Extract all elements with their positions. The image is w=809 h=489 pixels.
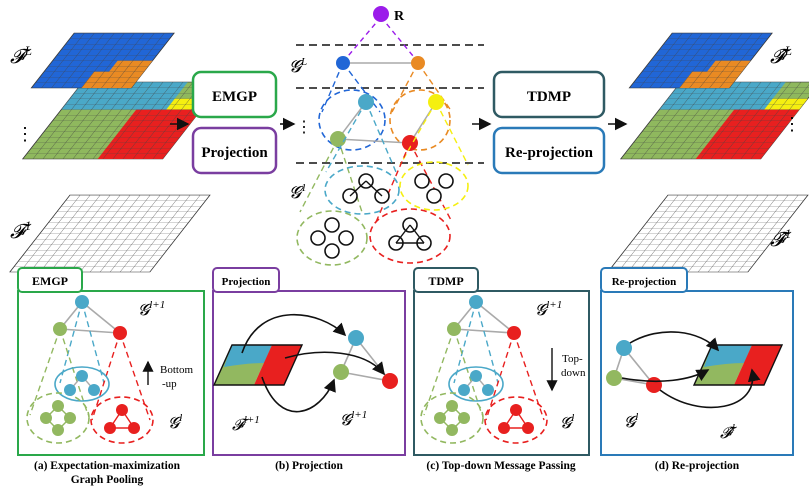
panel-c-tab: TDMP	[428, 274, 463, 288]
panel-b-tab: Projection	[222, 276, 271, 288]
reprojection-button-label: Re-projection	[505, 145, 594, 161]
panel-d-graph-label: 𝓖l	[624, 411, 638, 431]
feature-stack-left	[9, 32, 224, 273]
panel-a-dir2: -up	[162, 378, 177, 390]
panel-c-dir2: down	[561, 367, 586, 379]
panel-projection: Projection 𝓕l+1 𝓖l+1	[212, 267, 406, 456]
reprojection-button[interactable]: Re-projection	[492, 126, 606, 175]
node-level-top-orange	[411, 56, 425, 70]
graph-bottom-label: 𝓖1	[289, 182, 306, 202]
grid-layer-top	[30, 32, 175, 89]
panel-d-tab: Re-projection	[612, 276, 677, 288]
ellipsis-left: ⋮	[16, 124, 34, 144]
projection-button-label: Projection	[201, 145, 268, 161]
feature-stack-right	[607, 32, 809, 273]
panel-b-caption: (b) Projection	[275, 460, 343, 472]
panel-a-caption-1: (a) Expectation-maximization	[34, 460, 181, 472]
emgp-button[interactable]: EMGP	[191, 70, 278, 119]
grid-layer-bottom	[9, 194, 211, 273]
grid-layer-middle	[21, 81, 224, 160]
emgp-button-label: EMGP	[212, 89, 257, 105]
tdmp-button[interactable]: TDMP	[492, 70, 606, 119]
ellipsis-mid: ⋮	[296, 119, 312, 136]
feature-bottom-label: 𝓕1	[10, 218, 32, 243]
projection-button[interactable]: Projection	[191, 126, 278, 175]
panel-emgp: EMGP 𝓖l+1 𝓖l Bottom -up	[17, 267, 205, 456]
panel-c-dir1: Top-	[562, 353, 583, 365]
graph-hierarchy: R 𝓖L	[289, 6, 484, 266]
tdmp-button-label: TDMP	[527, 89, 571, 105]
panel-c-graph-top: 𝓖l+1	[535, 299, 562, 319]
panel-a-dir1: Bottom	[160, 364, 193, 376]
ellipsis-right: ⋮	[783, 114, 801, 134]
panel-reprojection: Re-projection 𝓖l 𝓕̂l	[600, 267, 794, 456]
panel-a-graph-bottom: 𝓖l	[168, 412, 182, 432]
panel-c-graph-bottom: 𝓖l	[560, 412, 574, 432]
panel-a-graph-top: 𝓖l+1	[138, 299, 165, 319]
feature-hat-top-label: 𝓕̂L	[770, 43, 792, 68]
panel-b-graph-label: 𝓖l+1	[340, 409, 367, 429]
panel-tdmp: TDMP 𝓖l+1 𝓖l Top- down	[413, 267, 590, 456]
panel-d-caption: (d) Re-projection	[655, 460, 740, 472]
feature-hat-bottom-label: 𝓕̂1	[770, 226, 792, 251]
panel-a-tab: EMGP	[32, 274, 68, 288]
panel-a-caption-2: Graph Pooling	[71, 474, 144, 486]
feature-top-label: 𝓕L	[10, 43, 32, 68]
node-level-top-blue	[336, 56, 350, 70]
graph-top-label: 𝓖L	[289, 56, 307, 76]
panel-c-caption: (c) Top-down Message Passing	[426, 460, 575, 472]
root-label: R	[394, 9, 405, 24]
root-node	[373, 6, 389, 22]
